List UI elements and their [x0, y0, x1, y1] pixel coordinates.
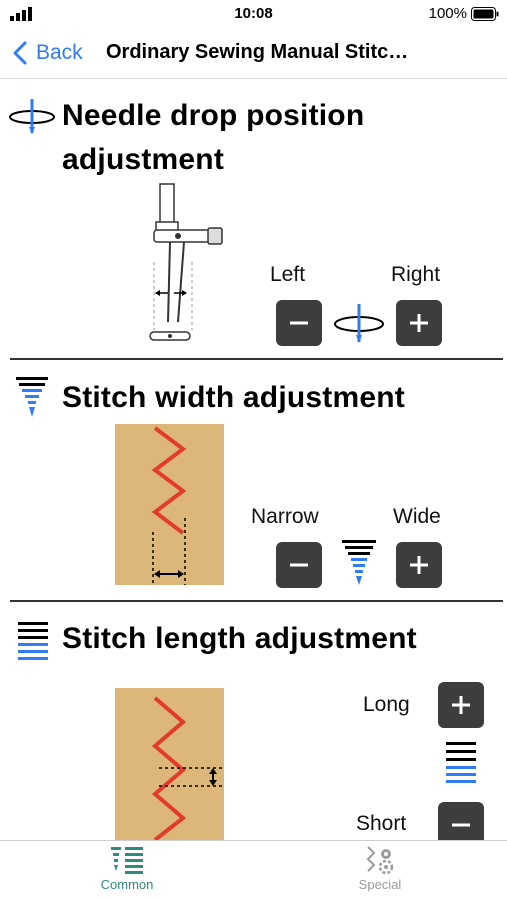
- needle-position-indicator-icon: [334, 304, 384, 343]
- tab-special-label: Special: [358, 877, 402, 892]
- chevron-left-icon: [13, 41, 27, 65]
- battery-icon: [471, 7, 499, 21]
- navigation-bar: Back Ordinary Sewing Manual Stitc…: [0, 30, 507, 79]
- stitch-length-icon: [18, 622, 48, 660]
- section-divider: [10, 358, 503, 360]
- tab-special[interactable]: Special: [320, 845, 440, 899]
- page-title: Ordinary Sewing Manual Stitc…: [106, 41, 409, 63]
- plus-icon: [452, 696, 470, 714]
- length-short-button[interactable]: [438, 802, 484, 840]
- stitch-width-title: Stitch width adjustment: [62, 381, 405, 414]
- battery-percent: 100%: [428, 5, 467, 22]
- left-label: Left: [270, 263, 306, 286]
- signal-icon: [10, 7, 32, 21]
- width-narrow-button[interactable]: [276, 542, 322, 588]
- stitch-length-section: Stitch length adjustment Long Short: [18, 622, 484, 840]
- narrow-label: Narrow: [251, 505, 319, 528]
- tab-common-label: Common: [100, 877, 154, 892]
- minus-icon: [290, 321, 308, 325]
- status-time: 10:08: [234, 5, 273, 22]
- needle-left-button[interactable]: [276, 300, 322, 346]
- needle-right-button[interactable]: [396, 300, 442, 346]
- stitch-width-section: Stitch width adjustment Narrow Wide: [16, 377, 442, 588]
- stitch-length-indicator-icon: [446, 742, 476, 783]
- short-label: Short: [356, 812, 407, 835]
- stitch-length-title: Stitch length adjustment: [62, 622, 417, 655]
- section-divider: [10, 600, 503, 602]
- wide-label: Wide: [393, 505, 441, 528]
- stitch-length-illustration: [115, 688, 224, 840]
- minus-icon: [290, 563, 308, 567]
- plus-icon: [410, 314, 428, 332]
- length-long-button[interactable]: [438, 682, 484, 728]
- stitch-width-illustration: [115, 424, 224, 585]
- presser-foot-illustration: [149, 183, 223, 341]
- back-label: Back: [36, 41, 83, 64]
- needle-position-icon: [9, 99, 55, 134]
- needle-drop-title: Needle drop position: [62, 99, 365, 132]
- common-tab-icon: [111, 847, 143, 874]
- back-button[interactable]: Back: [12, 39, 83, 67]
- width-wide-button[interactable]: [396, 542, 442, 588]
- tab-common[interactable]: Common: [67, 845, 187, 899]
- special-tab-icon: [366, 846, 394, 875]
- status-bar: 10:08 100%: [0, 0, 507, 30]
- right-label: Right: [391, 263, 441, 286]
- needle-drop-section: Needle drop position adjustment Left Rig…: [0, 0, 507, 360]
- long-label: Long: [363, 693, 410, 716]
- minus-icon: [452, 823, 470, 827]
- stitch-width-indicator-icon: [342, 540, 376, 585]
- stitch-width-icon: [16, 377, 48, 417]
- needle-drop-title-line2: adjustment: [62, 143, 225, 176]
- tab-bar: Common Special: [0, 840, 507, 901]
- plus-icon: [410, 556, 428, 574]
